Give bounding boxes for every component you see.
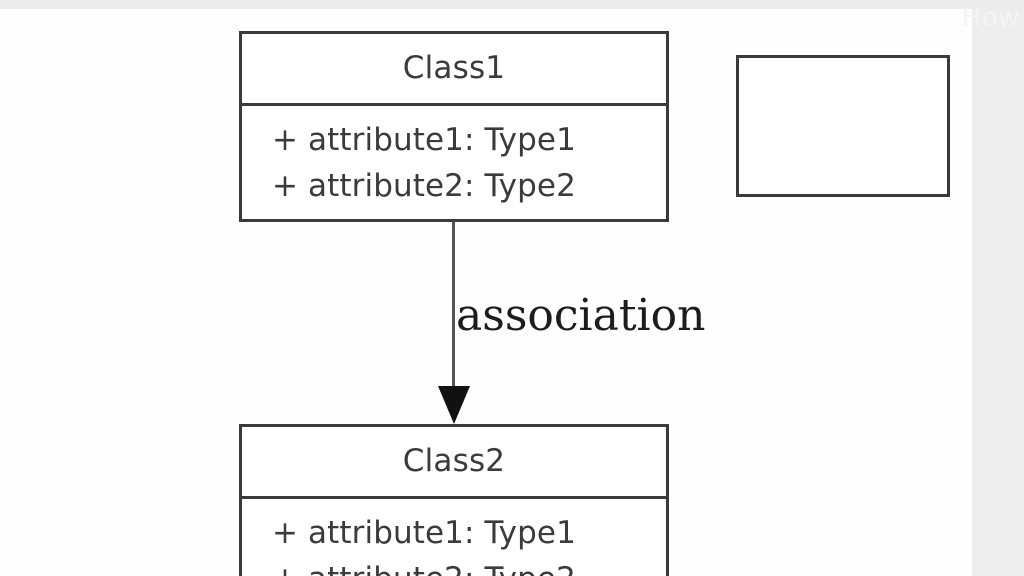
uml-class-name: Class1	[402, 50, 506, 86]
association-label: association	[456, 290, 706, 341]
uml-class-attributes: + attribute1: Type1 + attribute2: Type2	[242, 106, 666, 209]
empty-placeholder-box[interactable]	[736, 55, 950, 197]
uml-class-header: Class1	[242, 34, 666, 106]
association-arrowhead-icon	[438, 386, 470, 424]
uml-class-class1[interactable]: Class1 + attribute1: Type1 + attribute2:…	[239, 31, 669, 222]
uml-attribute-row: + attribute1: Type1	[272, 122, 576, 158]
uml-attribute-row: + attribute1: Type1	[272, 515, 576, 551]
right-background-panel	[972, 9, 1024, 576]
uml-class-attributes: + attribute1: Type1 + attribute2: Type2	[242, 499, 666, 576]
uml-attribute-row: + attribute2: Type2	[272, 168, 576, 204]
uml-attribute-row: + attribute2: Type2	[272, 556, 666, 576]
uml-class-name: Class2	[402, 443, 506, 479]
uml-class-header: Class2	[242, 427, 666, 499]
top-background-strip	[0, 0, 1024, 9]
uml-class-class2[interactable]: Class2 + attribute1: Type1 + attribute2:…	[239, 424, 669, 576]
association-connector-line	[452, 221, 455, 388]
